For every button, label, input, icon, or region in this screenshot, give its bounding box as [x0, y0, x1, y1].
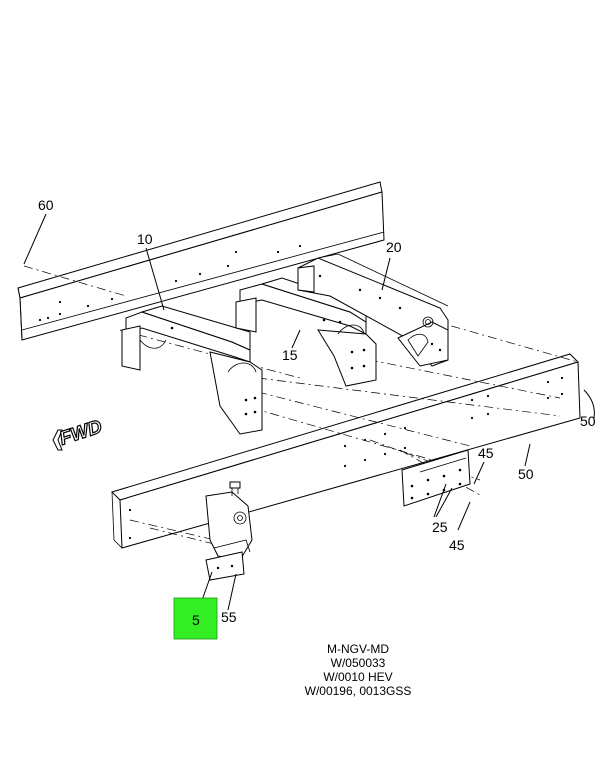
callout-5: 5: [192, 612, 200, 628]
callout-60: 60: [38, 197, 54, 213]
note-line-4: W/00196, 0013GSS: [305, 684, 412, 698]
crossmember-15: [235, 277, 377, 387]
callout-55: 55: [221, 609, 237, 625]
callout-45-upper: 45: [478, 445, 494, 461]
callout-45-lower: 45: [449, 537, 465, 553]
callout-5-highlight-box[interactable]: [173, 597, 218, 640]
upper-rail-holes: [38, 244, 302, 322]
callout-50-middle: 50: [518, 466, 534, 482]
callout-10: 10: [137, 231, 153, 247]
leader-lines: [23, 213, 595, 611]
note-line-3: W/0010 HEV: [323, 670, 392, 684]
fwd-arrow-icon: [52, 429, 63, 451]
crossmember-10: [121, 305, 263, 435]
callout-20: 20: [386, 239, 402, 255]
callout-50-right: 50: [580, 413, 596, 429]
fwd-label: FWD: [57, 416, 105, 449]
spring-bracket: [205, 481, 253, 581]
note-line-2: W/050033: [331, 656, 386, 670]
applicability-notes: M-NGV-MD W/050033 W/0010 HEV W/00196, 00…: [305, 642, 412, 698]
note-line-1: M-NGV-MD: [327, 642, 389, 656]
crossmember-20: [297, 253, 449, 367]
upper-frame-rail: [17, 181, 385, 341]
highlighted-callout-5[interactable]: 5: [173, 597, 218, 640]
callout-labels: 60 10 20 15 50 50 45 25 45 55: [38, 197, 596, 625]
callout-15: 15: [282, 347, 298, 363]
callout-25: 25: [432, 519, 448, 535]
forward-direction-indicator: FWD: [52, 416, 106, 451]
